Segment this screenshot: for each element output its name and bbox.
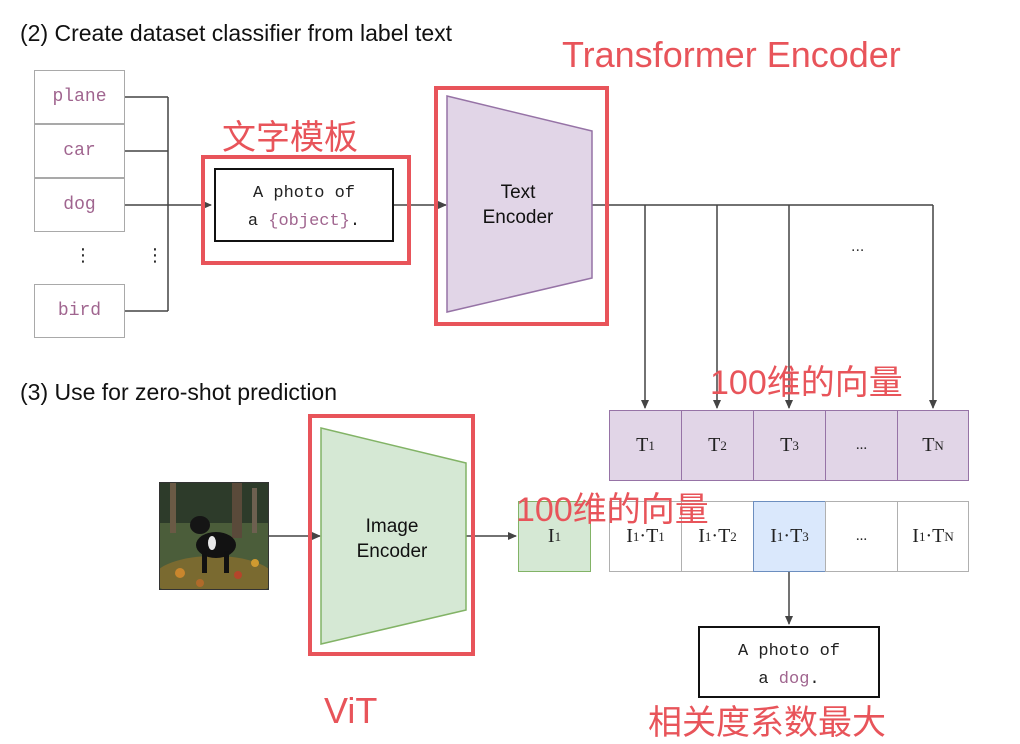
similarity-cell: ... [825,501,898,572]
image-encoder-shape [320,427,467,645]
bracket-ellipsis: ⋮ [146,245,164,265]
prediction-result-box: A photo of a dog. [698,626,880,698]
label-bird: bird [34,284,125,338]
prompt-template-box: A photo of a {object}. [214,168,394,242]
annotation-transformer-encoder: Transformer Encoder [562,34,901,75]
result-word: dog [778,670,810,689]
annotation-vit: ViT [324,690,378,731]
text-encoder-highlight-frame [434,86,609,326]
section3-heading: (3) Use for zero-shot prediction [20,379,338,405]
image-encoder-label: Image Encoder [356,516,428,562]
template-highlight-frame [201,155,411,265]
annotation-text-template: 文字模板 [222,119,358,157]
dog-image [160,483,268,589]
fan-ellipsis: ... [851,238,865,255]
dog-photo [159,482,269,590]
result-line2: a dog. [758,670,820,689]
image-encoder-highlight-frame [308,414,475,656]
label-car: car [34,124,125,178]
result-line1: A photo of [737,642,841,661]
annotation-text-vector: 100维的向量 [710,364,903,402]
section2-heading: (2) Create dataset classifier from label… [20,20,453,46]
template-line2: a {object}. [247,212,361,231]
template-placeholder: {object} [268,212,350,231]
annotation-max-similarity: 相关度系数最大 [648,704,886,742]
template-line1: A photo of [252,184,356,203]
annotation-image-vector: 100维的向量 [516,491,709,529]
label-plane: plane [34,70,125,124]
text-embedding-cell: ... [825,410,898,481]
labels-ellipsis: ⋮ [74,245,92,265]
text-encoder-label: Text Encoder [482,182,554,228]
label-dog: dog [34,178,125,232]
text-encoder-shape [446,95,593,313]
